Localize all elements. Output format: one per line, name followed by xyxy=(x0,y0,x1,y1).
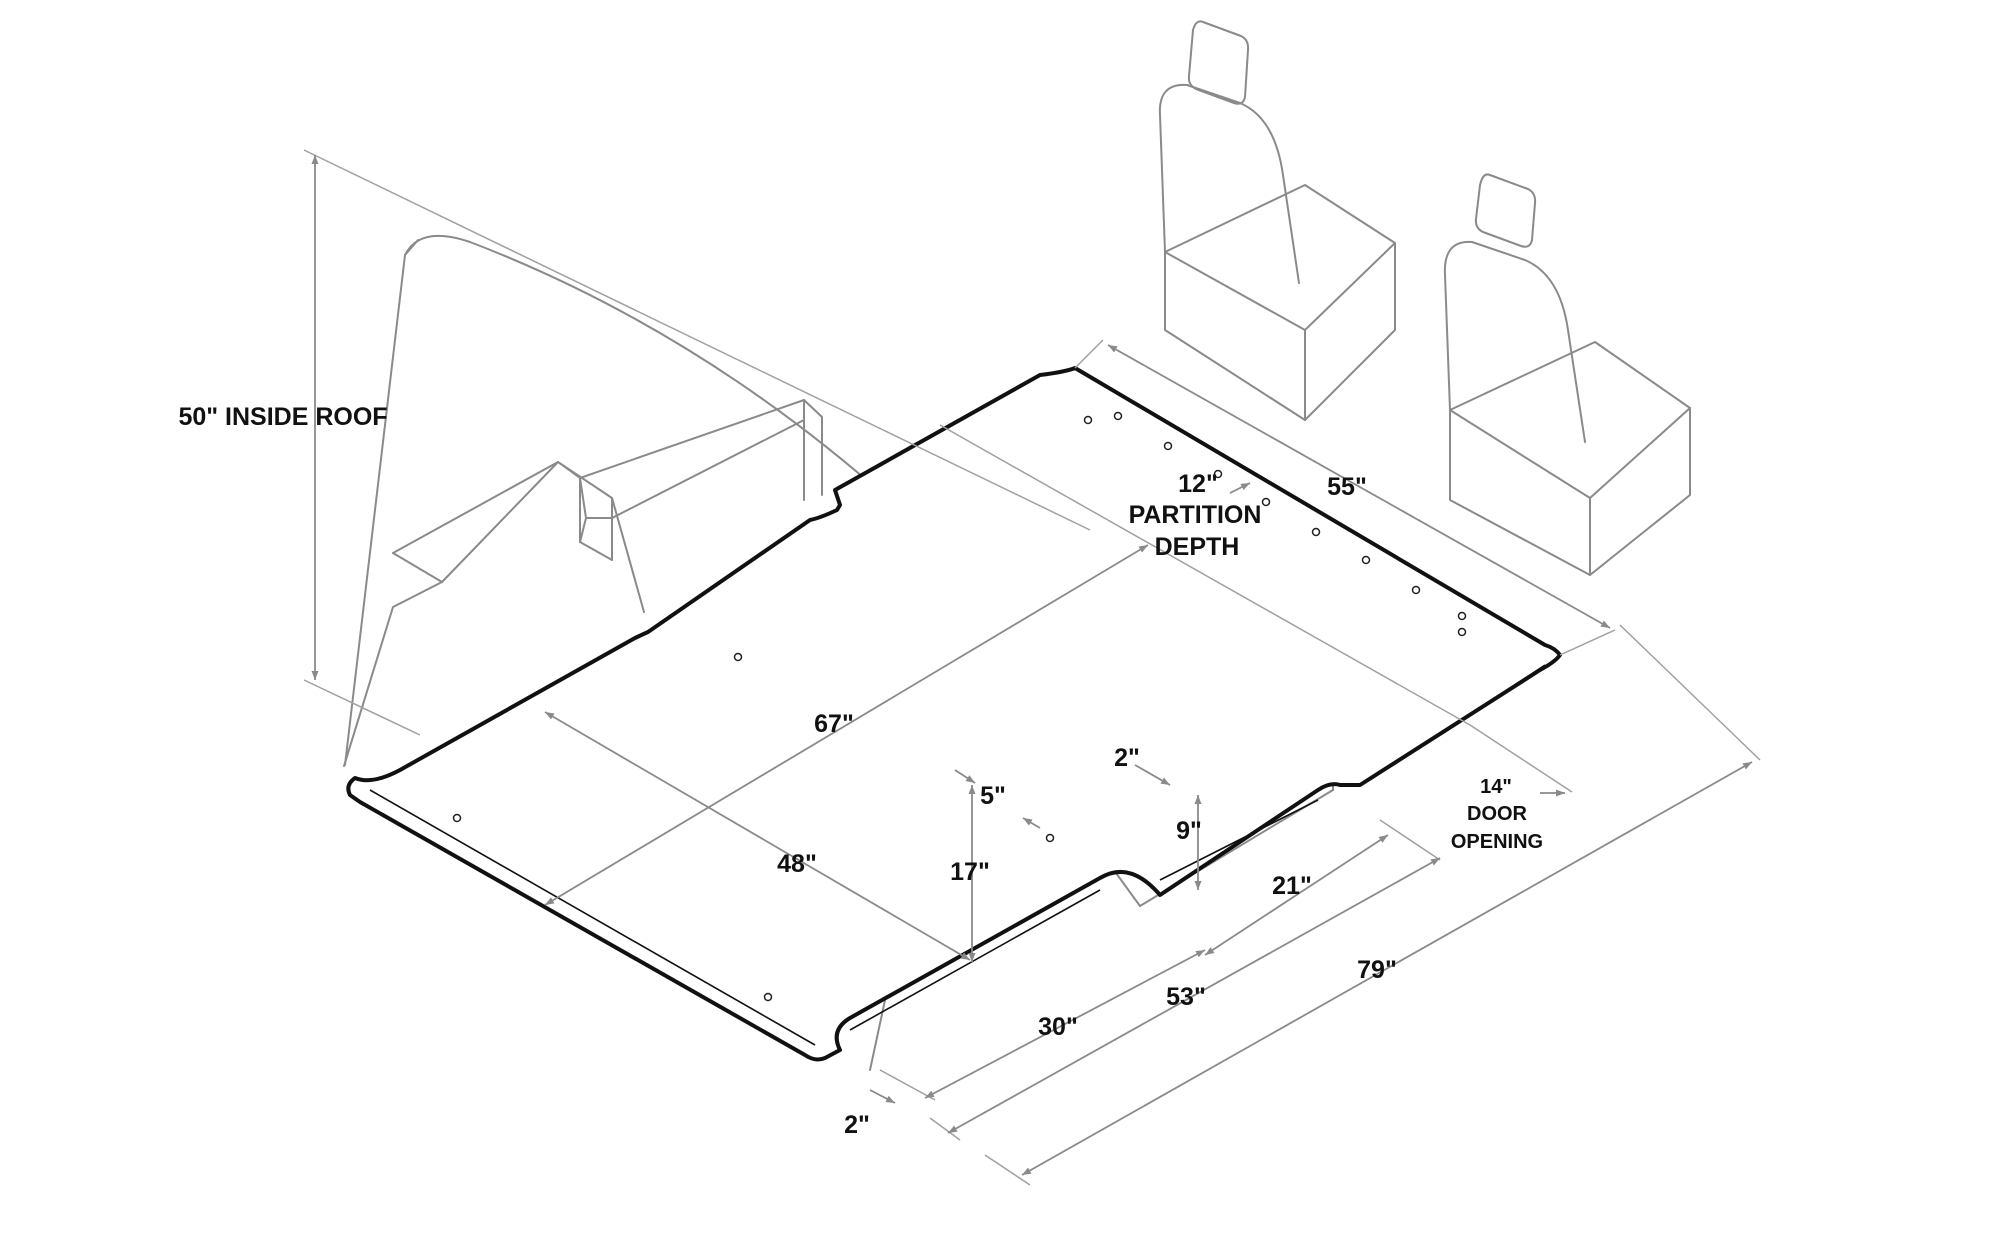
label-dim-17: 17" xyxy=(950,858,990,886)
label-partition-depth-line1: PARTITION xyxy=(1129,501,1262,529)
label-dim-79: 79" xyxy=(1357,956,1397,984)
dimension-lines xyxy=(303,149,1761,1186)
label-partition-depth-value: 12" xyxy=(1178,470,1218,498)
label-door-value: 14" xyxy=(1480,776,1512,798)
label-dim-5: 5" xyxy=(980,782,1006,810)
label-width-48: 48" xyxy=(777,850,817,878)
label-door-line2: OPENING xyxy=(1451,831,1543,853)
label-door-line1: DOOR xyxy=(1467,803,1528,825)
label-dim-9: 9" xyxy=(1176,817,1202,845)
label-dim-2-bottom: 2" xyxy=(844,1111,870,1139)
label-length-67: 67" xyxy=(814,710,854,738)
label-width-55: 55" xyxy=(1327,473,1367,501)
label-dim-2-top: 2" xyxy=(1114,744,1140,772)
label-dim-21: 21" xyxy=(1272,872,1312,900)
label-dim-30: 30" xyxy=(1038,1013,1078,1041)
label-inside-roof: 50" INSIDE ROOF xyxy=(178,403,387,431)
left-wheel-well xyxy=(343,399,823,767)
label-partition-depth-line2: DEPTH xyxy=(1155,533,1240,561)
dimension-labels: 50" INSIDE ROOF 12" PARTITION DEPTH 55" … xyxy=(178,403,1543,1139)
front-seat-right xyxy=(1443,173,1691,576)
label-dim-53: 53" xyxy=(1166,983,1206,1011)
front-seat-left xyxy=(1158,20,1396,421)
